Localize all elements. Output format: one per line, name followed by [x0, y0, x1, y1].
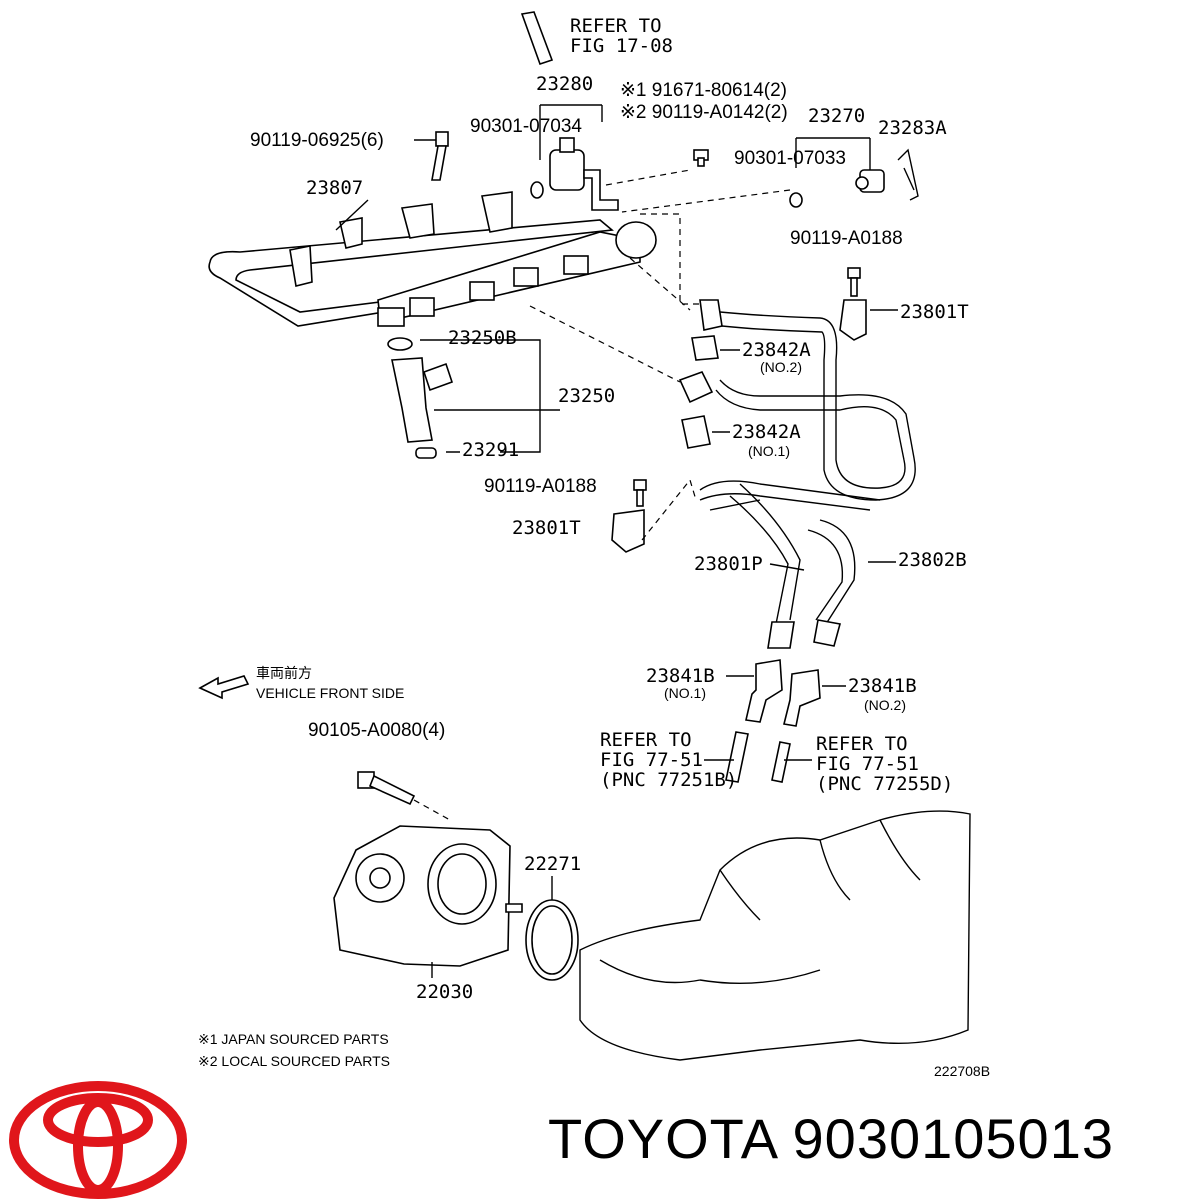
label-front-jp: 車両前方 — [256, 665, 312, 681]
label-no1-a: (NO.1) — [748, 443, 790, 459]
hose-top — [520, 11, 554, 66]
label-22271: 22271 — [524, 853, 581, 875]
label-refer-right-3: (PNC 77255D) — [816, 773, 953, 795]
label-refer-right-2: FIG 77-51 — [816, 753, 919, 775]
label-no1-b: (NO.1) — [664, 685, 706, 701]
label-23841b-no2: 23841B — [848, 675, 917, 697]
small-bolt — [693, 149, 709, 167]
bolt-90119-06925 — [431, 131, 449, 181]
label-23801t-mid: 23801T — [512, 517, 581, 539]
label-refer-top-1: REFER TO — [570, 15, 662, 37]
label-23807: 23807 — [306, 177, 363, 199]
gasket-22271 — [525, 899, 579, 981]
label-90301-07034: 90301-07034 — [470, 116, 582, 137]
label-90119-a0188-top: 90119-A0188 — [790, 228, 903, 249]
label-90301-07033: 90301-07033 — [734, 148, 846, 169]
clip-23841b-1 — [745, 659, 783, 723]
clip-23841b-2 — [783, 669, 821, 727]
label-fig-code: 222708B — [934, 1063, 990, 1079]
label-23802b: 23802B — [898, 549, 967, 571]
label-note-ref2: ※2 90119-A0142(2) — [620, 102, 788, 123]
bolt-a0188-top — [847, 267, 861, 297]
label-23842a-no2: 23842A — [742, 339, 811, 361]
toyota-logo — [9, 1081, 187, 1199]
label-front-en: VEHICLE FRONT SIDE — [256, 685, 404, 701]
fuel-sensor — [789, 169, 885, 208]
label-23801p: 23801P — [694, 553, 763, 575]
vehicle-front-arrow — [198, 675, 250, 700]
brand-part-number: TOYOTA 9030105013 — [548, 1107, 1114, 1170]
label-23270: 23270 — [808, 105, 865, 127]
bolt-a0188-mid — [633, 479, 647, 507]
label-note-ref1: ※1 91671-80614(2) — [620, 80, 787, 101]
label-23291: 23291 — [462, 439, 519, 461]
label-refer-top-2: FIG 17-08 — [570, 35, 673, 57]
label-23280: 23280 — [536, 73, 593, 95]
fuel-injector — [387, 337, 454, 459]
label-22030: 22030 — [416, 981, 473, 1003]
label-no2-a: (NO.2) — [760, 359, 802, 375]
label-legend-2: ※2 LOCAL SOURCED PARTS — [198, 1053, 390, 1069]
fuel-hoses — [678, 299, 916, 649]
label-90119-a0188-mid: 90119-A0188 — [484, 476, 597, 497]
label-23842a-no1: 23842A — [732, 421, 801, 443]
label-23283a: 23283A — [878, 117, 947, 139]
label-no2-b: (NO.2) — [864, 697, 906, 713]
label-refer-right-1: REFER TO — [816, 733, 908, 755]
label-refer-left-1: REFER TO — [600, 729, 692, 751]
label-23250b: 23250B — [448, 327, 517, 349]
label-23841b-no1: 23841B — [646, 665, 715, 687]
bolt-90105 — [357, 771, 416, 806]
label-legend-1: ※1 JAPAN SOURCED PARTS — [198, 1031, 389, 1047]
intake-manifold — [579, 810, 971, 1061]
label-refer-left-3: (PNC 77251B) — [600, 769, 737, 791]
pressure-regulator — [530, 137, 619, 211]
throttle-body — [333, 825, 523, 967]
label-90105: 90105-A0080(4) — [308, 720, 445, 741]
label-23250: 23250 — [558, 385, 615, 407]
label-23801t-top: 23801T — [900, 301, 969, 323]
label-90119-06925: 90119-06925(6) — [250, 130, 384, 151]
label-refer-left-2: FIG 77-51 — [600, 749, 703, 771]
fuel-rail — [208, 191, 657, 327]
